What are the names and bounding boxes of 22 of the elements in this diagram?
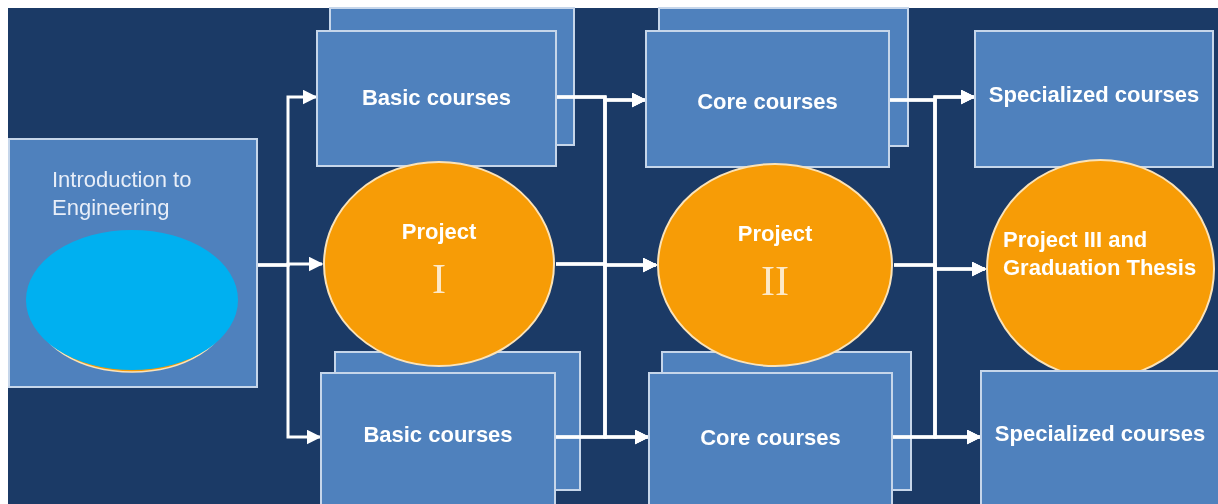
course-box [316, 30, 557, 167]
project-label: Project III and Graduation Thesis [1003, 226, 1198, 281]
course-label: Core courses [697, 88, 838, 116]
arrow [258, 263, 322, 445]
course-box [980, 370, 1218, 504]
arrow [556, 429, 650, 445]
course-label: Specialized courses [988, 81, 1200, 109]
course-box [645, 30, 890, 168]
course-label: Basic courses [361, 84, 512, 112]
project-label: Project [401, 218, 477, 246]
course-box [8, 138, 258, 388]
project-label: Project [737, 220, 813, 248]
course-box [648, 372, 893, 504]
course-label: Core courses [700, 424, 841, 452]
course-label: Introduction to Engineering [52, 166, 193, 221]
roman-numeral: I [432, 257, 446, 300]
course-label: Specialized courses [994, 420, 1206, 448]
roman-numeral: II [761, 259, 789, 302]
arrow [893, 429, 982, 445]
course-label: Basic courses [363, 421, 513, 449]
course-box [974, 30, 1214, 168]
course-box [320, 372, 556, 504]
